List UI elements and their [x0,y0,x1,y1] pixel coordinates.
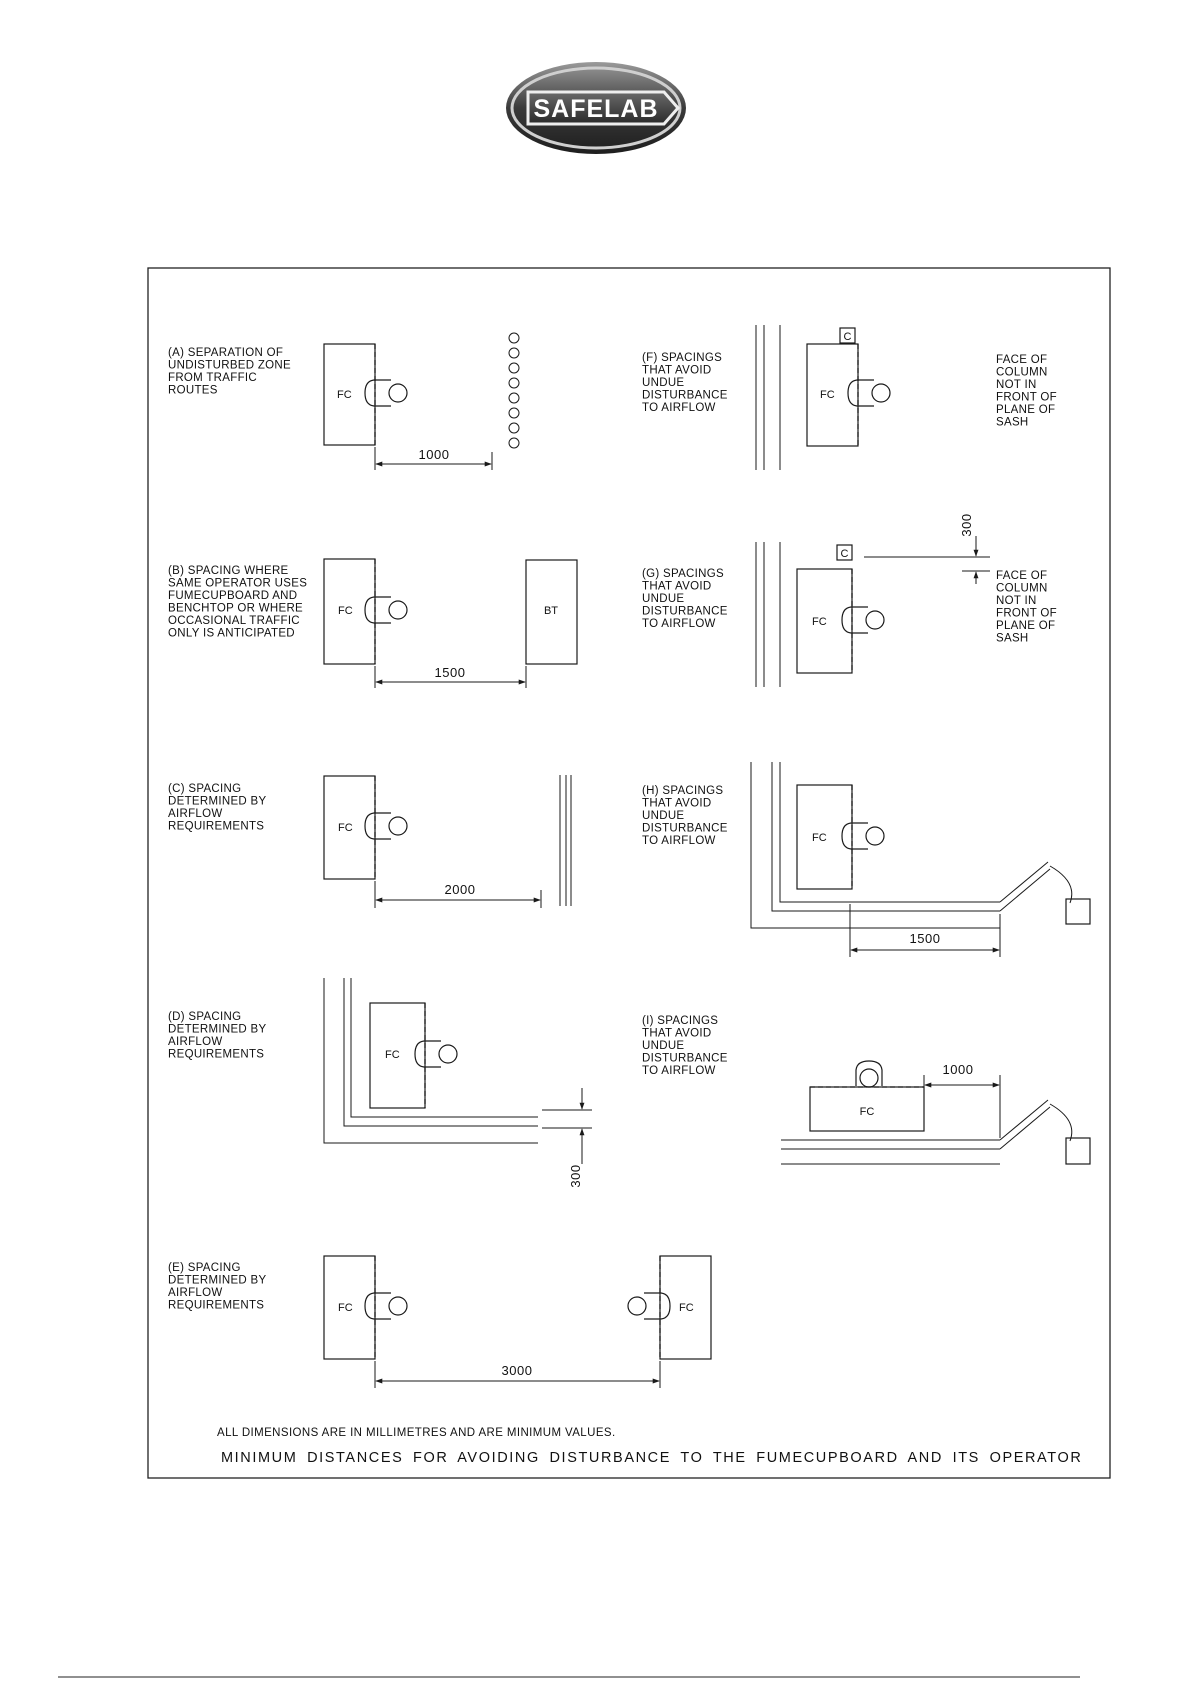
panel-d-caption: (D) SPACING DETERMINED BY AIRFLOW REQUIR… [168,1011,270,1061]
drawing-frame [147,267,1111,1479]
fc-label: FC [338,605,353,617]
dimension-c: 2000 [445,882,476,897]
panel-g-caption: (G) SPACINGS THAT AVOID UNDUE DISTURBANC… [642,568,731,630]
panel-a: (A) SEPARATION OF UNDISTURBED ZONE FROM … [168,332,520,470]
room-corner-walls [750,762,1000,929]
panel-i: (I) SPACINGS THAT AVOID UNDUE DISTURBANC… [642,1015,1091,1165]
bt-label: BT [544,605,558,617]
dimension-a: 1000 [419,447,450,462]
fc-label: FC [812,616,827,628]
panel-a-caption: (A) SEPARATION OF UNDISTURBED ZONE FROM … [168,347,295,397]
panel-g: (G) SPACINGS THAT AVOID UNDUE DISTURBANC… [642,513,1060,687]
fc-label: FC [338,1302,353,1314]
panel-e: (E) SPACING DETERMINED BY AIRFLOW REQUIR… [168,1255,712,1388]
operator-icon [847,379,891,407]
fc-label: FC [820,389,835,401]
panel-h: (H) SPACINGS THAT AVOID UNDUE DISTURBANC… [642,762,1091,957]
operator-icon [855,1060,883,1088]
logo-wordmark: SAFELAB [533,95,658,123]
dimension-b: 1500 [435,665,466,680]
operator-icon [364,596,408,624]
operator-icon [841,822,885,850]
dimensions-note: ALL DIMENSIONS ARE IN MILLIMETRES AND AR… [217,1427,616,1439]
column-marker [839,327,856,344]
panel-f-note: FACE OF COLUMN NOT IN FRONT OF PLANE OF … [996,354,1060,429]
fc-label: FC [337,389,352,401]
panel-b-caption: (B) SPACING WHERE SAME OPERATOR USES FUM… [168,565,311,640]
operator-icon [364,812,408,840]
panel-g-note: FACE OF COLUMN NOT IN FRONT OF PLANE OF … [996,570,1060,645]
wall [781,1139,1000,1165]
dimension-g: 300 [959,513,974,536]
dimension-h: 1500 [910,931,941,946]
safelab-logo: SAFELAB [506,62,686,154]
panel-e-caption: (E) SPACING DETERMINED BY AIRFLOW REQUIR… [168,1262,270,1312]
dimension-e: 3000 [502,1363,533,1378]
fc-label: FC [679,1302,694,1314]
operator-icon [364,379,408,407]
column-marker [836,544,853,561]
panel-h-caption: (H) SPACINGS THAT AVOID UNDUE DISTURBANC… [642,785,731,847]
traffic-route-icon [508,332,520,449]
column-label: C [841,548,849,560]
fc-label: FC [812,832,827,844]
fc-label: FC [860,1106,875,1118]
door-swing [999,861,1091,925]
fc-label: FC [385,1049,400,1061]
door-swing [999,1099,1091,1165]
fc-label: FC [338,822,353,834]
panel-d: (D) SPACING DETERMINED BY AIRFLOW REQUIR… [168,978,592,1188]
panel-i-caption: (I) SPACINGS THAT AVOID UNDUE DISTURBANC… [642,1015,731,1077]
dimension-d: 300 [568,1164,583,1187]
drawing-title: MINIMUM DISTANCES FOR AVOIDING DISTURBAN… [221,1450,1082,1466]
panel-f-caption: (F) SPACINGS THAT AVOID UNDUE DISTURBANC… [642,352,731,414]
benchtop [525,559,578,665]
panel-f: (F) SPACINGS THAT AVOID UNDUE DISTURBANC… [642,325,1060,470]
panel-c-caption: (C) SPACING DETERMINED BY AIRFLOW REQUIR… [168,783,270,833]
panel-b: (B) SPACING WHERE SAME OPERATOR USES FUM… [168,558,578,688]
panel-c: (C) SPACING DETERMINED BY AIRFLOW REQUIR… [168,775,572,908]
column-label: C [844,331,852,343]
operator-icon [414,1040,458,1068]
operator-icon [364,1292,408,1320]
wall [559,775,572,906]
operator-icon [841,606,885,634]
dimension-i: 1000 [943,1062,974,1077]
operator-icon [627,1292,671,1320]
room-corner-walls [323,978,538,1144]
